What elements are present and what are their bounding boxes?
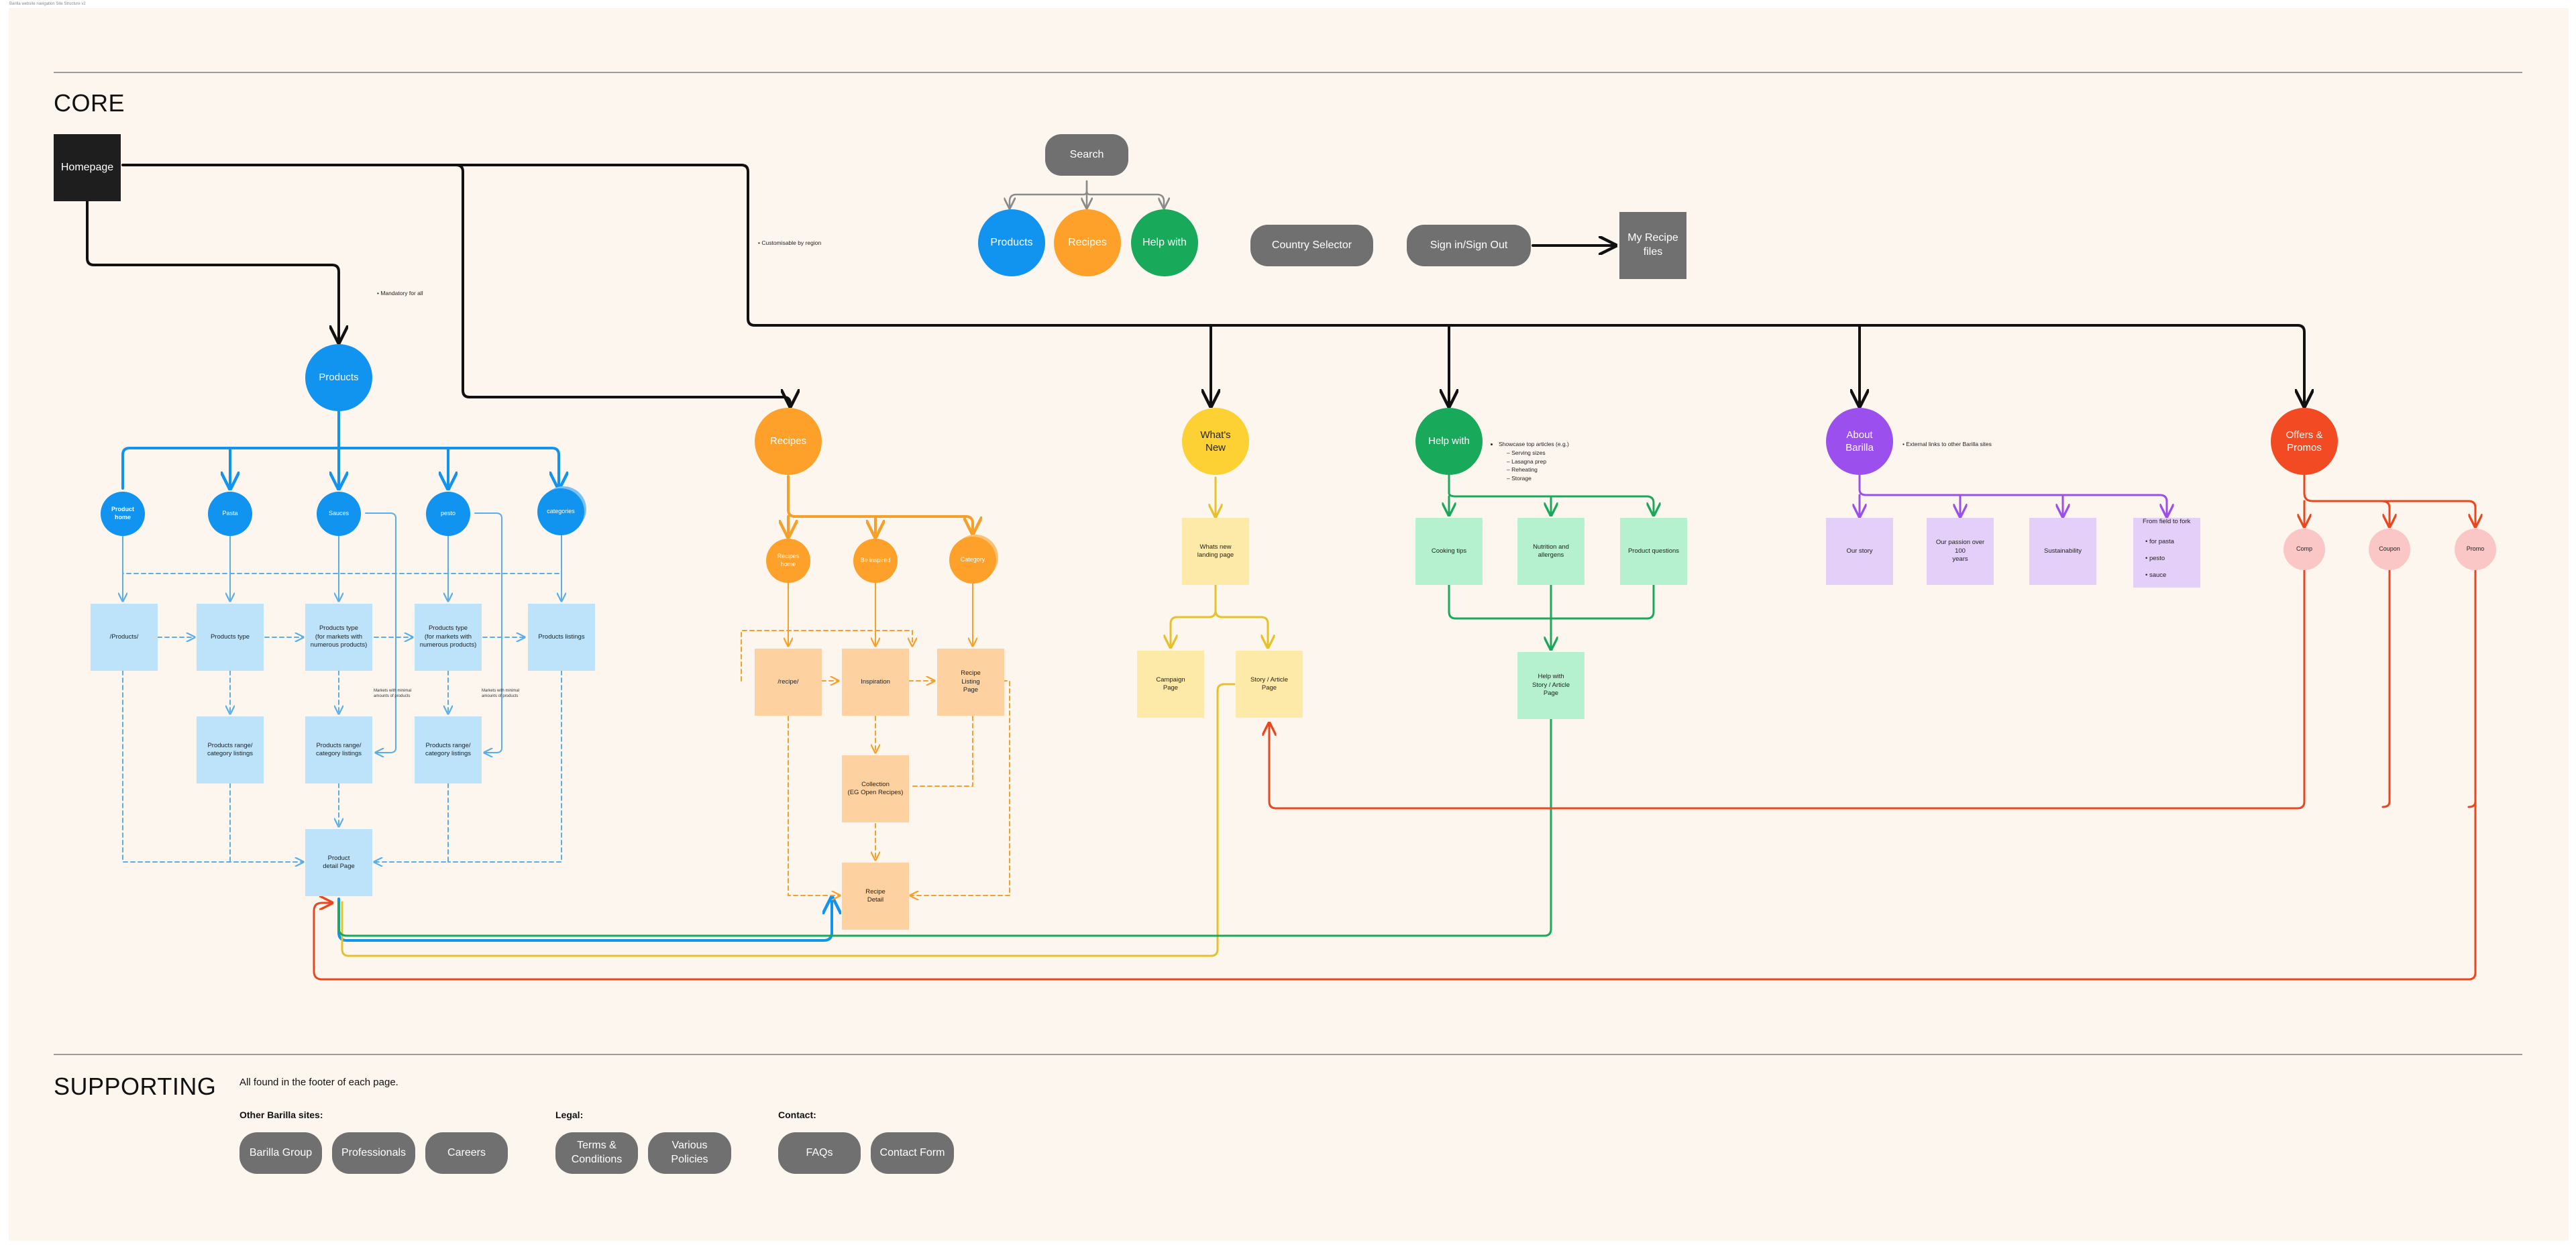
barilla-group-link[interactable]: Barilla Group	[239, 1132, 322, 1174]
help-story-article-page[interactable]: Help with Story / Article Page	[1517, 652, 1585, 719]
search-products-node[interactable]: Products	[978, 209, 1045, 276]
search-node[interactable]: Search	[1045, 134, 1128, 176]
recipe-listing-page[interactable]: Recipe Listing Page	[937, 649, 1004, 716]
campaign-page[interactable]: Campaign Page	[1137, 651, 1204, 718]
contact-form-link[interactable]: Contact Form	[871, 1132, 954, 1174]
external-links-note: • External links to other Barilla sites	[1902, 441, 1992, 447]
categories-node[interactable]: categories	[537, 488, 584, 535]
field-to-fork-item: • pesto	[2145, 555, 2165, 562]
pasta-node[interactable]: Pasta	[208, 492, 252, 536]
other-sites-heading: Other Barilla sites:	[239, 1109, 323, 1120]
our-story-page[interactable]: Our story	[1826, 518, 1893, 585]
coupon-node[interactable]: Coupon	[2369, 529, 2410, 570]
faqs-link[interactable]: FAQs	[778, 1132, 861, 1174]
field-to-fork-item: • sauce	[2145, 571, 2167, 579]
legal-heading: Legal:	[555, 1109, 584, 1120]
country-selector-node[interactable]: Country Selector	[1250, 225, 1373, 266]
core-section-title: CORE	[54, 89, 125, 117]
field-to-fork-title: From field to fork	[2143, 517, 2191, 525]
my-recipe-files-node[interactable]: My Recipe files	[1619, 212, 1686, 279]
supporting-section-title: SUPPORTING	[54, 1073, 217, 1100]
be-inspired-node[interactable]: Be inspired	[853, 539, 898, 583]
product-home-node[interactable]: Product home	[101, 492, 145, 536]
category-node[interactable]: Category	[949, 537, 996, 584]
various-policies-link[interactable]: Various Policies	[648, 1132, 731, 1174]
products-type-numerous-page-2[interactable]: Products type (for markets with numerous…	[415, 604, 482, 671]
sign-in-node[interactable]: Sign in/Sign Out	[1407, 225, 1531, 266]
inspiration-page[interactable]: Inspiration	[842, 649, 909, 716]
sustainability-page[interactable]: Sustainability	[2029, 518, 2096, 585]
customisable-note: • Customisable by region	[758, 239, 822, 246]
products-range-page-3[interactable]: Products range/ category listings	[415, 716, 482, 783]
promo-node[interactable]: Promo	[2455, 529, 2496, 570]
core-divider	[54, 72, 2522, 73]
whats-new-landing-page[interactable]: Whats new landing page	[1182, 518, 1249, 585]
homepage-node[interactable]: Homepage	[54, 134, 121, 201]
products-type-page[interactable]: Products type	[197, 604, 264, 671]
markets-note-2: Markets with minimal amounts of products	[482, 689, 520, 698]
help-with-note: Showcase top articles (e.g.) – Serving s…	[1492, 440, 1569, 483]
cooking-tips-page[interactable]: Cooking tips	[1415, 518, 1483, 585]
story-article-page[interactable]: Story / Article Page	[1236, 651, 1303, 718]
our-passion-page[interactable]: Our passion over 100 years	[1927, 518, 1994, 585]
recipes-hub[interactable]: Recipes	[755, 408, 822, 475]
recipes-url-page[interactable]: /recipe/	[755, 649, 822, 716]
recipes-home-node[interactable]: Recipes home	[766, 539, 810, 583]
products-range-page-2[interactable]: Products range/ category listings	[305, 716, 372, 783]
supporting-divider	[54, 1054, 2522, 1055]
collection-page[interactable]: Collection (EG Open Recipes)	[842, 755, 909, 822]
pesto-node[interactable]: pesto	[426, 492, 470, 536]
terms-conditions-link[interactable]: Terms & Conditions	[555, 1132, 638, 1174]
products-type-numerous-page-1[interactable]: Products type (for markets with numerous…	[305, 604, 372, 671]
field-to-fork-item: • for pasta	[2145, 538, 2174, 546]
products-url-page[interactable]: /Products/	[91, 604, 158, 671]
careers-link[interactable]: Careers	[425, 1132, 508, 1174]
whats-new-hub[interactable]: What's New	[1182, 408, 1249, 475]
frame-label: Barilla website navigation Site Structur…	[9, 2, 86, 6]
diagram-board	[9, 8, 2569, 1241]
supporting-caption: All found in the footer of each page.	[239, 1077, 398, 1088]
comp-node[interactable]: Comp	[2284, 529, 2325, 570]
products-hub[interactable]: Products	[305, 344, 372, 411]
product-detail-page[interactable]: Product detail Page	[305, 829, 372, 896]
field-to-fork-page[interactable]: From field to fork • for pasta • pesto •…	[2133, 518, 2200, 588]
contact-heading: Contact:	[778, 1109, 816, 1120]
sauces-node[interactable]: Sauces	[317, 492, 361, 536]
about-barilla-hub[interactable]: About Barilla	[1826, 408, 1893, 475]
recipe-detail-page[interactable]: Recipe Detail	[842, 863, 909, 930]
help-with-hub[interactable]: Help with	[1415, 408, 1483, 475]
offers-promos-hub[interactable]: Offers & Promos	[2271, 408, 2338, 475]
markets-note-1: Markets with minimal amounts of products	[374, 689, 412, 698]
products-range-page-1[interactable]: Products range/ category listings	[197, 716, 264, 783]
mandatory-note: • Mandatory for all	[377, 290, 423, 296]
search-help-node[interactable]: Help with	[1131, 209, 1198, 276]
nutrition-allergens-page[interactable]: Nutrition and allergens	[1517, 518, 1585, 585]
products-listings-page[interactable]: Products listings	[528, 604, 595, 671]
search-recipes-node[interactable]: Recipes	[1054, 209, 1121, 276]
professionals-link[interactable]: Professionals	[332, 1132, 415, 1174]
product-questions-page[interactable]: Product questions	[1620, 518, 1687, 585]
